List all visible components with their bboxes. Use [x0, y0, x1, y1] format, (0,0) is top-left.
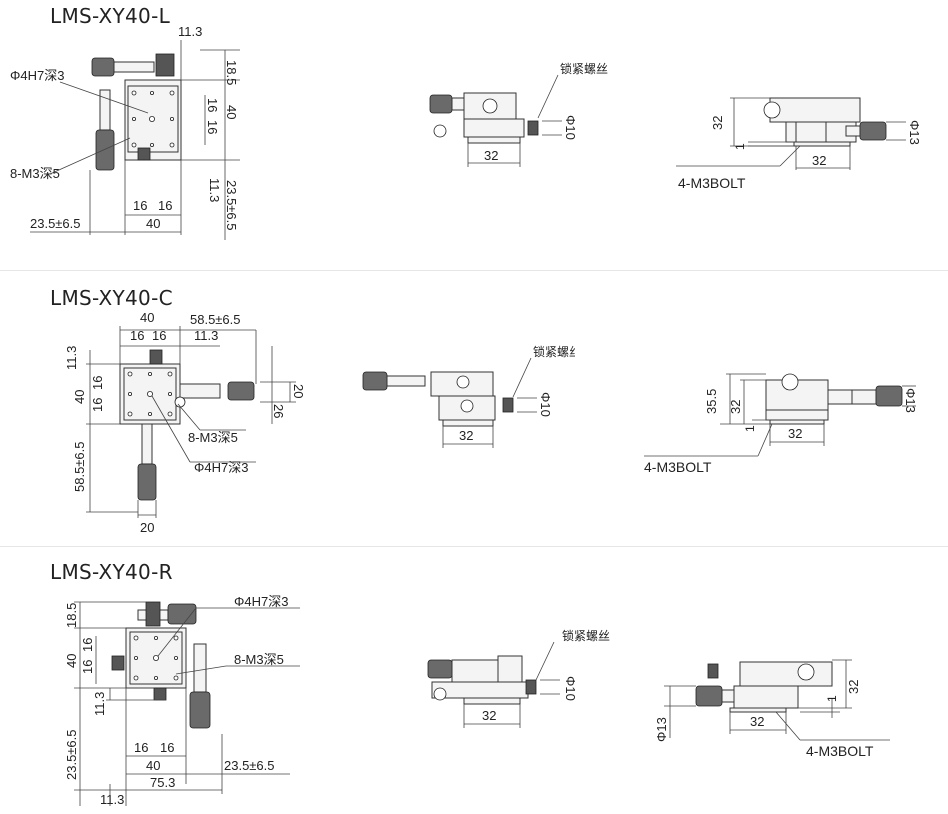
- dim-right-top: 18.5: [224, 60, 239, 85]
- bolt-label: 4-M3BOLT: [678, 175, 746, 191]
- dim-right-total: 40: [224, 105, 239, 119]
- dim-top-offset: 11.3: [178, 24, 202, 39]
- dim-right-low: 11.3: [207, 178, 222, 202]
- dim-width: 32: [482, 708, 496, 723]
- dim-diameter: Φ10: [563, 115, 578, 140]
- dim-left-top: 18.5: [64, 603, 79, 628]
- section-xy40-l: LMS-XY40-L: [0, 0, 948, 270]
- model-title: LMS-XY40-C: [50, 286, 173, 310]
- model-title: LMS-XY40-R: [50, 560, 173, 584]
- dim-bottom-total: 40: [146, 758, 160, 773]
- dim-width: 32: [812, 153, 826, 168]
- dim-right-a: 20: [291, 384, 306, 398]
- top-view-drawing: 11.3 18.5 16 16 40 11.3 23.5±6.5 16 16 4…: [10, 24, 240, 240]
- dim-top-offset: 11.3: [194, 328, 218, 343]
- dim-bottom-width: 20: [140, 520, 154, 535]
- bolt-label: 4-M3BOLT: [806, 743, 874, 759]
- dim-gap: 1: [743, 425, 757, 432]
- mounting-holes: [133, 635, 179, 681]
- dim-diameter: Φ13: [654, 717, 669, 742]
- callout-thread: 8-M3深5: [188, 430, 238, 445]
- dim-bottom-a: 16: [134, 740, 148, 755]
- dim-bottom-b: 16: [160, 740, 174, 755]
- dim-height-outer: 35.5: [704, 389, 719, 414]
- callout-hole: Φ4H7深3: [194, 460, 248, 475]
- dim-bottom-overall: 75.3: [150, 775, 175, 790]
- dim-right-inner-a: 16: [205, 98, 220, 112]
- dim-top-b: 16: [152, 328, 166, 343]
- dim-left-total: 40: [72, 390, 87, 404]
- dim-left-inner-a: 16: [90, 376, 105, 390]
- callout-hole: Φ4H7深3: [10, 68, 64, 83]
- callout-thread: 8-M3深5: [10, 166, 60, 181]
- top-view-drawing: 40 16 16 11.3 58.5±6.5 11.3 16 16 40 58.…: [64, 310, 306, 535]
- callout-thread: 8-M3深5: [234, 652, 284, 667]
- dim-height: 32: [846, 680, 861, 694]
- side-view-drawing: 32 1 32 Φ13 4-M3BOLT: [654, 659, 890, 759]
- dim-top-right: 58.5±6.5: [190, 312, 241, 327]
- lock-screw-label: 锁紧螺丝: [560, 61, 608, 76]
- dim-left-inner-b: 16: [80, 660, 95, 674]
- dim-diameter: Φ10: [563, 676, 578, 701]
- dim-left-top: 11.3: [64, 346, 79, 370]
- mounting-holes: [131, 90, 175, 148]
- dim-height: 32: [710, 116, 725, 130]
- dim-bottom-a: 16: [133, 198, 147, 213]
- section-divider: [0, 270, 948, 271]
- dim-width: 32: [484, 148, 498, 163]
- model-title: LMS-XY40-L: [50, 4, 171, 28]
- dim-gap: 1: [733, 143, 747, 150]
- dim-bottom-left: 11.3: [100, 792, 124, 807]
- section-xy40-r: LMS-XY40-R: [0, 548, 948, 814]
- dim-diameter: Φ13: [907, 120, 922, 145]
- dim-right-inner-b: 16: [205, 120, 220, 134]
- dim-left-bottom: 23.5±6.5: [64, 729, 79, 780]
- side-view-drawing: 35.5 32 1 32 Φ13 4-M3BOLT: [644, 373, 918, 475]
- dim-left-total: 40: [64, 654, 79, 668]
- dim-left-inner-b: 16: [90, 398, 105, 412]
- front-view-drawing: 锁紧螺丝 Φ10 32: [362, 344, 575, 448]
- lock-screw-label: 锁紧螺丝: [533, 344, 575, 359]
- dim-bottom-right: 23.5±6.5: [224, 758, 275, 773]
- dim-width: 32: [788, 426, 802, 441]
- front-view-drawing: 锁紧螺丝 Φ10 32: [429, 61, 608, 167]
- dim-diameter: Φ10: [538, 392, 553, 417]
- dim-diameter: Φ13: [903, 388, 918, 413]
- dim-bottom-b: 16: [158, 198, 172, 213]
- dim-top-a: 16: [130, 328, 144, 343]
- mounting-holes: [127, 371, 173, 417]
- top-view-drawing: 18.5 16 16 40 11.3 23.5±6.5 16 16 40 23.…: [64, 594, 300, 807]
- dim-top-total: 40: [140, 310, 154, 325]
- bolt-label: 4-M3BOLT: [644, 459, 712, 475]
- dim-bottom-left: 23.5±6.5: [30, 216, 81, 231]
- dim-height: 32: [728, 400, 743, 414]
- side-view-drawing: 32 1 32 Φ13 4-M3BOLT: [676, 97, 922, 191]
- dim-left-bottom: 58.5±6.5: [72, 441, 87, 492]
- dim-right-b: 26: [271, 404, 286, 418]
- dim-width: 32: [750, 714, 764, 729]
- dim-gap: 1: [825, 695, 839, 702]
- dim-right-bottom: 23.5±6.5: [224, 180, 239, 231]
- section-xy40-c: LMS-XY40-C: [0, 272, 948, 546]
- dim-left-inner-a: 16: [80, 638, 95, 652]
- section-divider: [0, 546, 948, 547]
- front-view-drawing: 锁紧螺丝 Φ10 32: [427, 628, 610, 728]
- dim-width: 32: [459, 428, 473, 443]
- callout-hole: Φ4H7深3: [234, 594, 288, 609]
- dim-left-low: 11.3: [92, 692, 107, 716]
- dim-bottom-total: 40: [146, 216, 160, 231]
- lock-screw-label: 锁紧螺丝: [562, 628, 610, 643]
